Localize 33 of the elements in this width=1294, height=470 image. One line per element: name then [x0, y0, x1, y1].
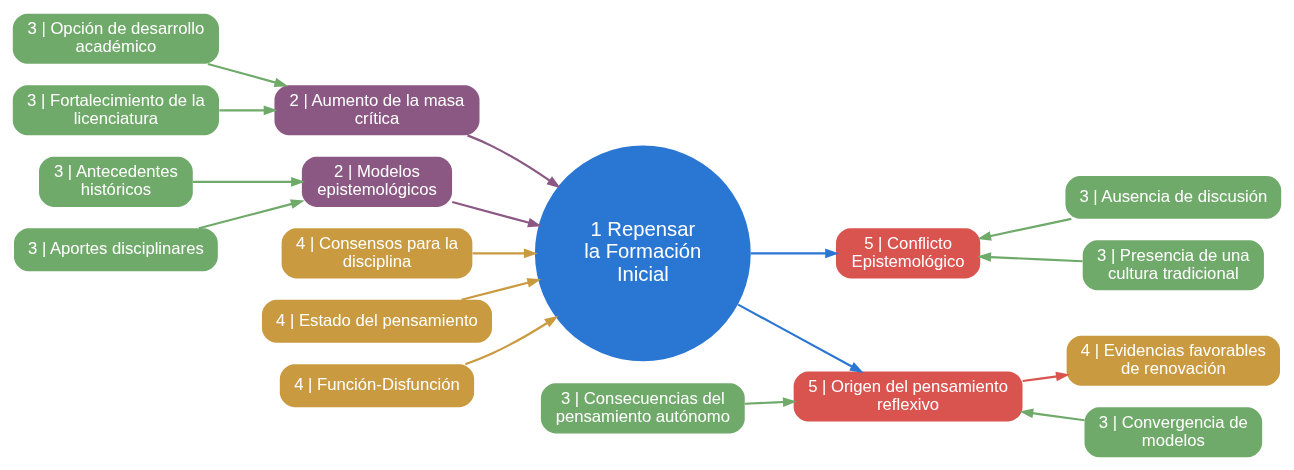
arrow: [219, 104, 278, 115]
node-box: 3 | Convergencia de modelos: [1084, 406, 1263, 457]
node-circle: 1 Repensar la Formación Inicial: [534, 144, 751, 361]
arrow: [464, 315, 559, 365]
node-box: 3 | Opción de desarrollo académico: [12, 13, 219, 64]
arrow: [750, 248, 840, 258]
node-box: 3 | Consecuencias del pensamiento autónomo: [540, 382, 745, 433]
arrow: [1022, 371, 1070, 382]
node-box: 2 | Aumento de la masa crítica: [274, 84, 480, 135]
arrow: [207, 62, 289, 87]
arrow: [198, 198, 305, 229]
node-box: 3 | Presencia de una cultura tradicional: [1082, 239, 1264, 290]
arrow: [977, 217, 1072, 241]
node-box: 2 | Modelos epistemológicos: [301, 156, 453, 207]
arrow: [467, 133, 561, 188]
node-box: 4 | Consensos para la disciplina: [281, 227, 473, 278]
arrow: [461, 277, 542, 301]
arrow: [192, 176, 305, 187]
arrow: [451, 200, 542, 227]
arrow: [977, 251, 1083, 262]
node-box: 4 | Evidencias favorables de renovación: [1066, 335, 1280, 386]
node-box: 3 | Ausencia de discusión: [1065, 175, 1282, 219]
arrow: [737, 303, 864, 373]
node-box: 3 | Antecedentes históricos: [39, 156, 193, 207]
node-box: 3 | Aportes disciplinares: [14, 227, 218, 271]
node-box: 3 | Fortalecimiento de la licenciatura: [12, 84, 219, 135]
node-box: 5 | Conflicto Epistemológico: [835, 227, 981, 278]
node-box: 4 | Estado del pensamiento: [261, 299, 492, 343]
arrow: [472, 248, 538, 258]
node-box: 4 | Función-Disfunción: [279, 363, 475, 407]
node-box: 5 | Origen del pensamiento reflexivo: [793, 370, 1023, 421]
arrow: [1019, 407, 1085, 421]
arrow: [744, 396, 797, 407]
